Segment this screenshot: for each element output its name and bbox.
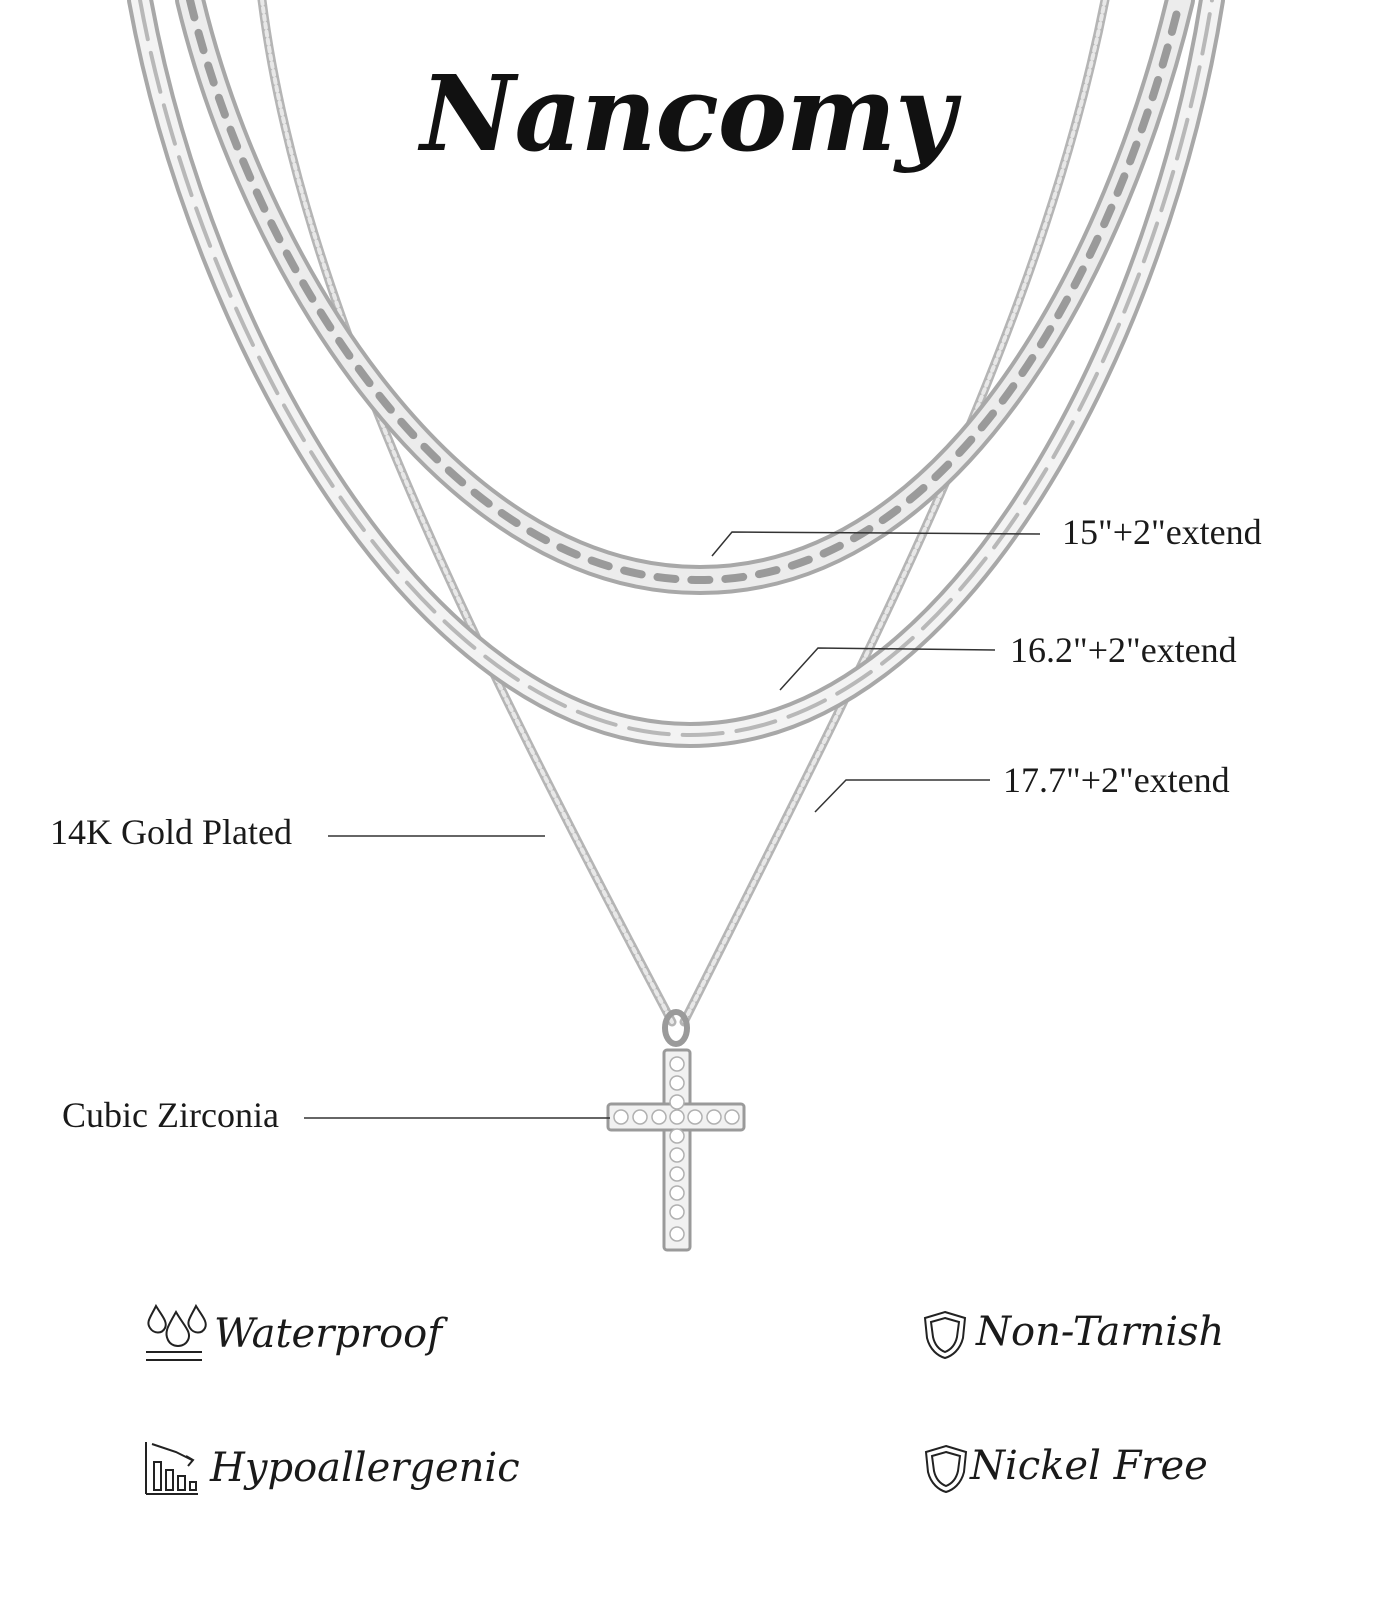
cross-pendant xyxy=(606,1009,746,1252)
shield-icon xyxy=(923,1310,967,1360)
feature-hypoallergenic: Hypoallergenic xyxy=(210,1445,520,1491)
leader-lines xyxy=(304,531,1041,1119)
paperclip-chain xyxy=(127,0,1225,749)
box-chain xyxy=(257,0,1110,1027)
waterproof-icon xyxy=(146,1303,207,1361)
leader-line-length-1 xyxy=(711,531,1041,557)
leader-line-length-2 xyxy=(779,647,996,691)
brand-logo: Nancomy xyxy=(420,52,955,175)
length-callout-2: 16.2"+2"extend xyxy=(1010,630,1237,670)
feature-waterproof: Waterproof xyxy=(214,1311,443,1357)
feature-nickel-free: Nickel Free xyxy=(970,1443,1208,1489)
length-callout-1: 15"+2"extend xyxy=(1062,512,1262,552)
stones-callout: Cubic Zirconia xyxy=(62,1095,279,1135)
feature-non-tarnish: Non-Tarnish xyxy=(976,1309,1225,1355)
mariner-chain xyxy=(175,0,1195,596)
nickel-free-shield-icon xyxy=(924,1444,968,1494)
leader-line-length-3 xyxy=(814,779,990,813)
hypoallergenic-icon xyxy=(145,1442,198,1495)
plating-callout: 14K Gold Plated xyxy=(50,812,292,852)
length-callout-3: 17.7"+2"extend xyxy=(1003,760,1230,800)
